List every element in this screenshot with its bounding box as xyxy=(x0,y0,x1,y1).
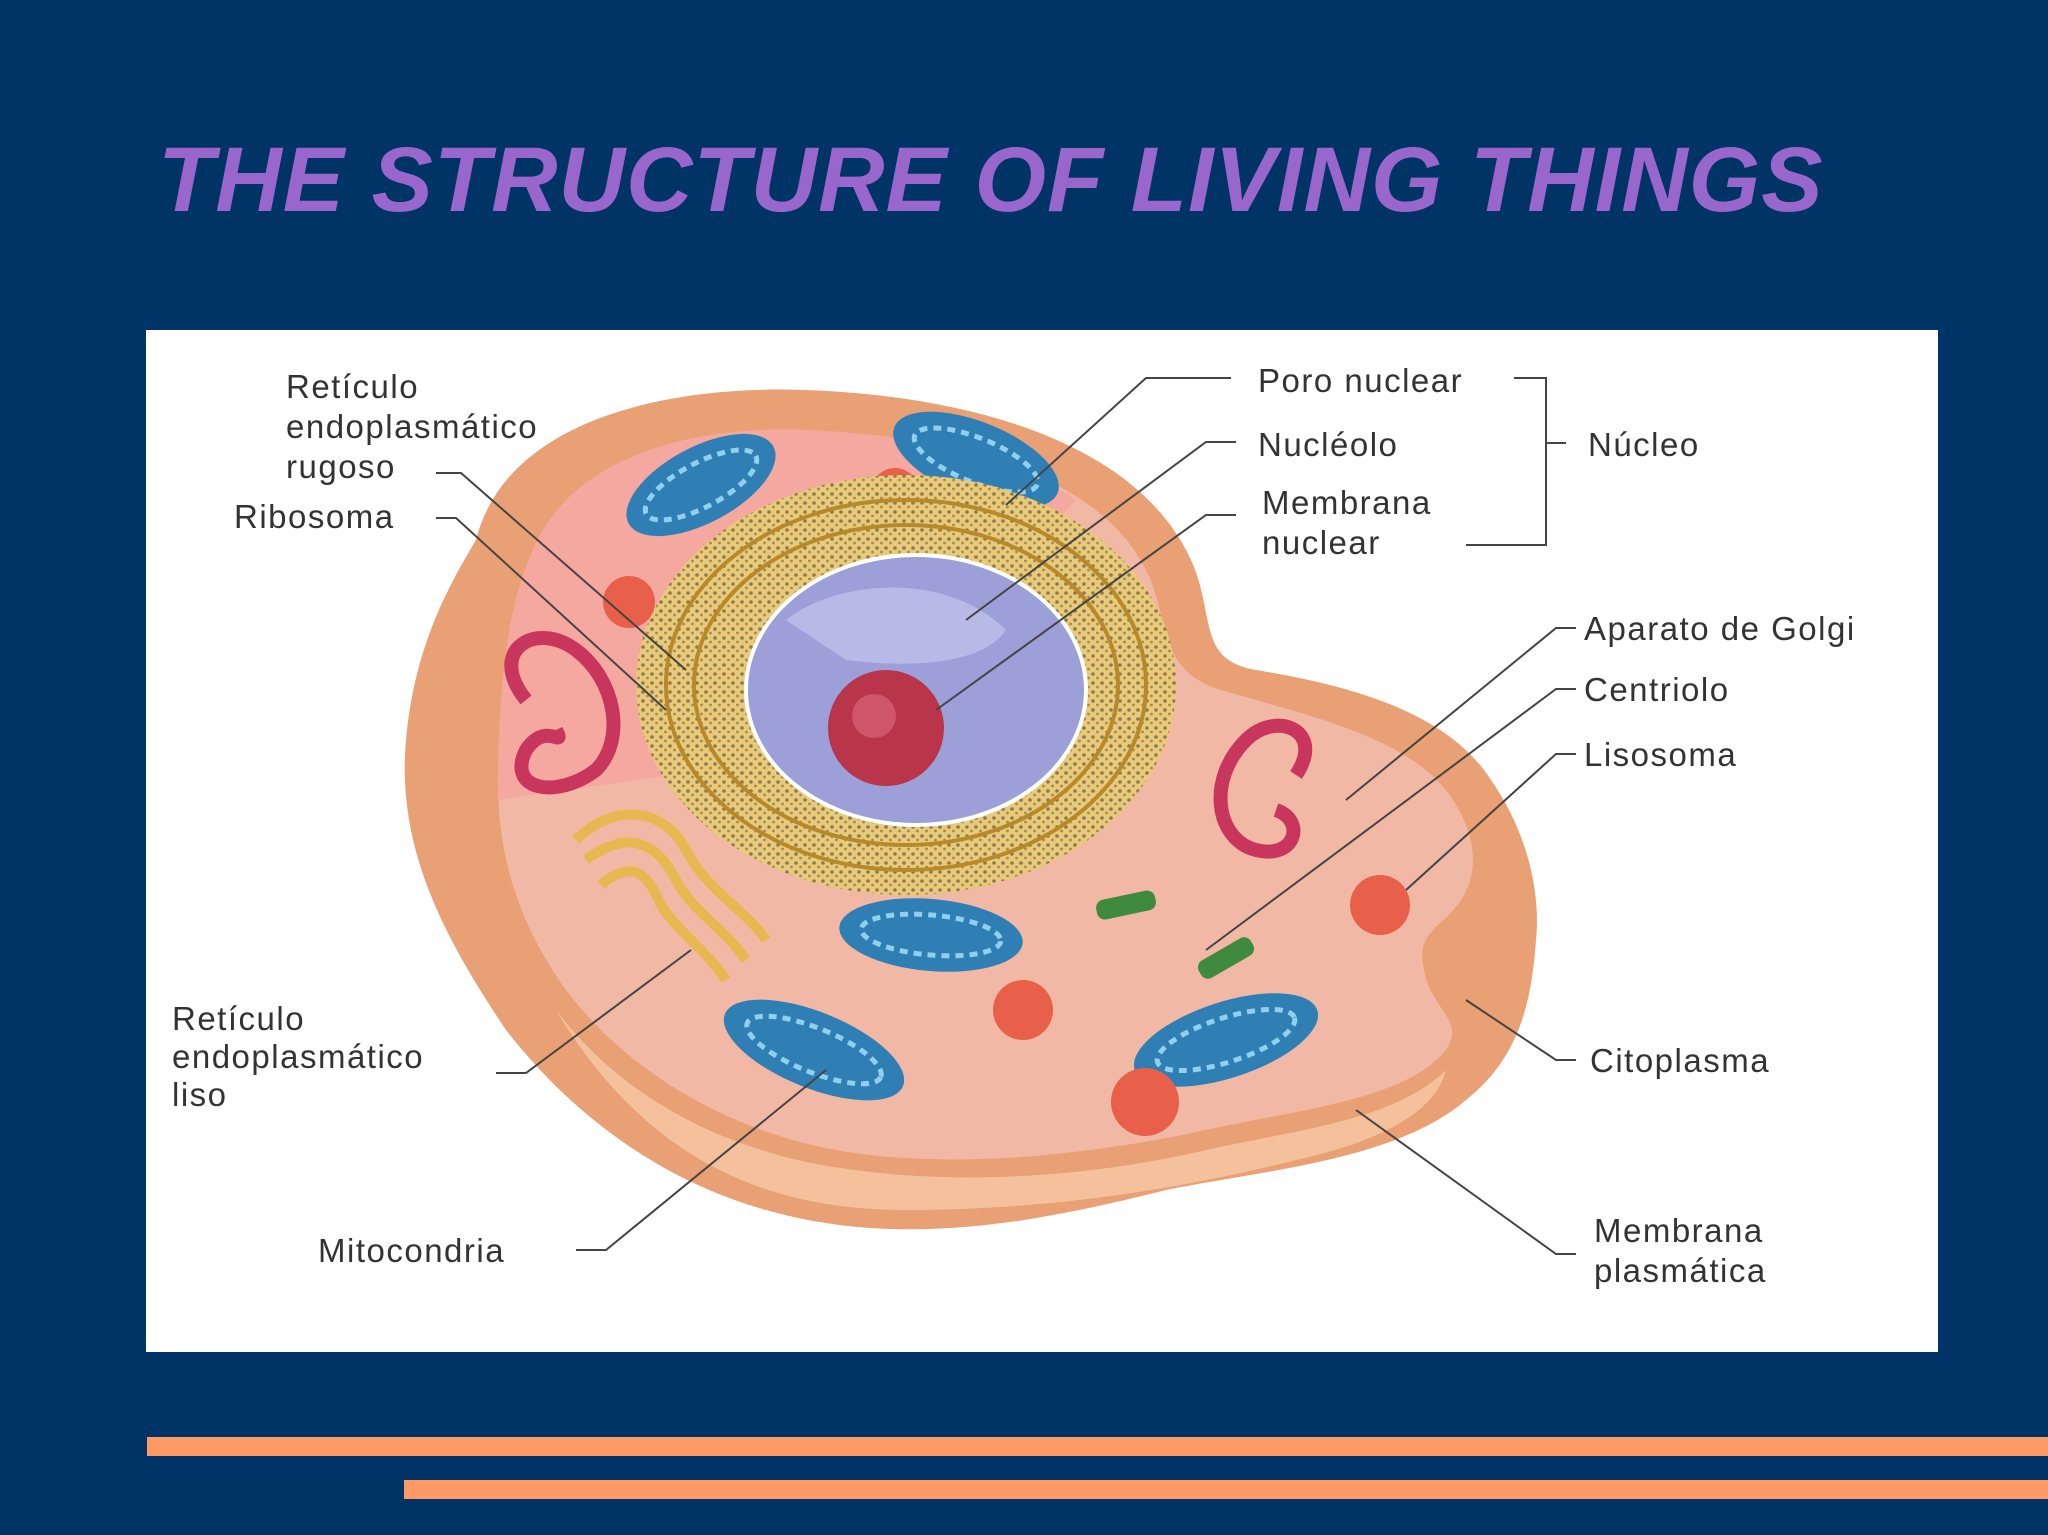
label-ser-line3: liso xyxy=(172,1076,228,1113)
label-membrana-plasmatica-line1: Membrana xyxy=(1594,1212,1764,1249)
slide-title: THE STRUCTURE OF LIVING THINGS xyxy=(158,129,1824,231)
label-citoplasma: Citoplasma xyxy=(1590,1042,1770,1079)
accent-stripe-bottom xyxy=(404,1480,2048,1499)
label-rer-line3: rugoso xyxy=(286,448,396,485)
label-nucleolo: Nucléolo xyxy=(1258,426,1398,463)
label-membrana-nuclear-line1: Membrana xyxy=(1262,484,1432,521)
label-membrana-plasmatica-line2: plasmática xyxy=(1594,1252,1767,1289)
label-membrana-nuclear-line2: nuclear xyxy=(1262,524,1381,561)
label-mitocondria: Mitocondria xyxy=(318,1232,505,1269)
cell-illustration: Retículo endoplasmático rugoso Ribosoma … xyxy=(172,362,1856,1289)
label-lisosoma: Lisosoma xyxy=(1584,736,1737,773)
label-ribosoma: Ribosoma xyxy=(234,498,395,535)
label-nucleo: Núcleo xyxy=(1588,426,1700,463)
label-rer-line2: endoplasmático xyxy=(286,408,538,445)
animal-cell-diagram: Retículo endoplasmático rugoso Ribosoma … xyxy=(146,330,1938,1352)
label-centriolo: Centriolo xyxy=(1584,671,1730,708)
label-poro-nuclear: Poro nuclear xyxy=(1258,362,1463,399)
nucleus-group xyxy=(744,553,1088,827)
leader-lines xyxy=(436,377,1576,1255)
label-rer-line1: Retículo xyxy=(286,368,419,405)
label-ser-line2: endoplasmático xyxy=(172,1038,424,1075)
accent-stripe-top xyxy=(147,1437,2048,1456)
label-ser-line1: Retículo xyxy=(172,1000,305,1037)
centrioles-group xyxy=(1096,890,1255,979)
mitochondria-group xyxy=(626,411,1319,1101)
smooth-er-group xyxy=(572,809,771,983)
label-golgi: Aparato de Golgi xyxy=(1584,610,1856,647)
golgi-apparatus-group xyxy=(504,631,1313,859)
